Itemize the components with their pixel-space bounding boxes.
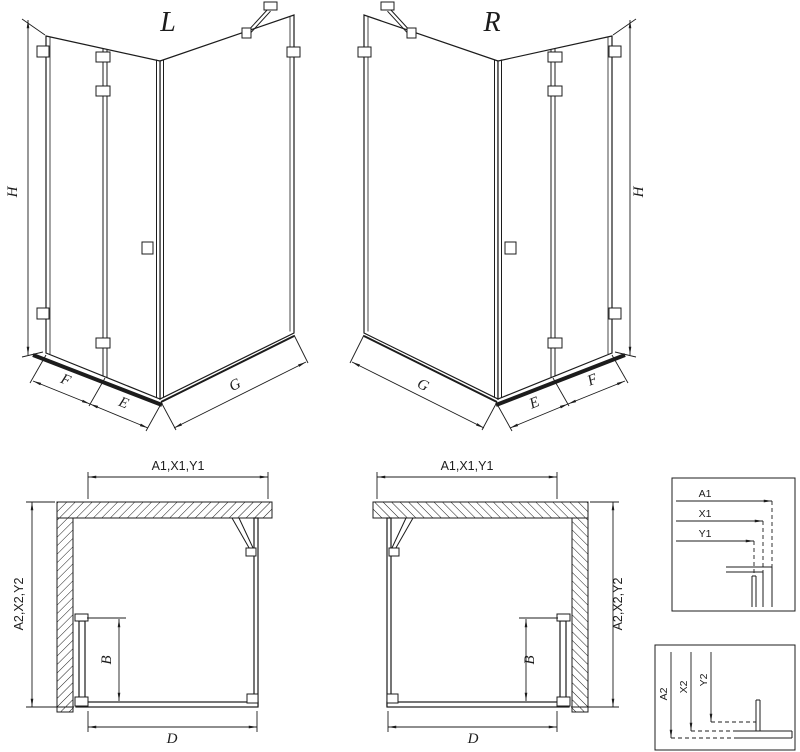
detail-dim-x1: X1 [699,508,712,520]
dim-label-f-left: F [57,371,73,390]
plan-dim-side-right: A2,X2,Y2 [611,578,625,631]
plan-dim-d-left: D [166,731,178,747]
dim-label-g-left: G [227,376,244,395]
detail-vertical-dims: A2 X2 Y2 [654,644,796,751]
plan-dim-side-left: A2,X2,Y2 [12,578,26,631]
dim-label-e-right: E [526,394,541,413]
detail-dim-a1: A1 [699,488,712,500]
detail-horizontal-dims: A1 X1 Y1 [671,477,796,612]
dim-label-h-left: H [5,185,21,198]
detail-dim-y1: Y1 [699,528,712,540]
perspective-view-right: R H F E G [350,2,647,431]
view-label-right: R [482,7,500,38]
dim-label-h-right: H [631,185,647,198]
dim-label-g-right: G [414,376,431,395]
dim-label-f-right: F [584,371,600,390]
detail-dim-a2: A2 [658,687,670,700]
plan-dim-b-right: B [522,655,538,664]
plan-dim-top-left: A1,X1,Y1 [152,459,205,473]
plan-dim-d-right: D [467,731,479,747]
dim-label-e-left: E [115,394,130,413]
plan-dim-top-right: A1,X1,Y1 [441,459,494,473]
detail-dim-y2: Y2 [698,673,710,686]
detail-dim-x2: X2 [678,680,690,693]
plan-dim-b-left: B [99,655,115,664]
view-label-left: L [159,7,176,38]
perspective-view-left: L H F E G [5,2,308,431]
plan-view-right: A1,X1,Y1 A2,X2,Y2 B D [373,459,625,747]
plan-view-left: A1,X1,Y1 A2,X2,Y2 B D [12,459,272,747]
